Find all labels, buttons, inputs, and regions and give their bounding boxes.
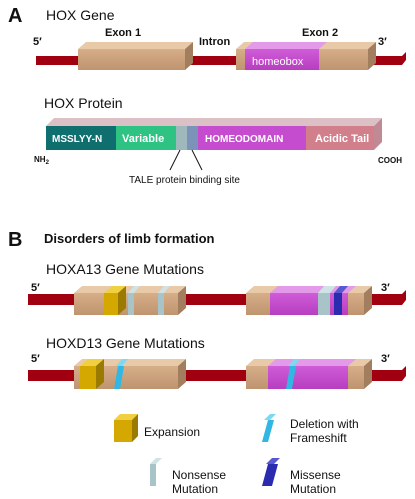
legend-expansion-label: Expansion [144, 425, 200, 439]
hoxd13-deletion-marker-1 [114, 359, 128, 389]
hoxd13-expansion-marker [80, 359, 104, 389]
five-prime-label: 5′ [33, 36, 42, 48]
legend-nonsense-label-1: Nonsense [172, 468, 226, 482]
hoxa13-five-prime: 5′ [31, 282, 40, 294]
legend-missense-label-1: Missense [290, 468, 341, 482]
hox-gene-dna-strand [36, 52, 406, 65]
hox-gene-title: HOX Gene [46, 7, 115, 23]
domain-label-msslyy: MSSLYY-N [52, 134, 102, 145]
tale-binding-site-2 [187, 126, 198, 150]
legend-deletion-label-1: Deletion with [290, 417, 359, 431]
hox-protein-bar [46, 118, 382, 150]
tale-binding-site [176, 126, 187, 150]
legend-missense-label-2: Mutation [290, 482, 336, 496]
hox-protein-title: HOX Protein [44, 95, 123, 111]
exon2-box [236, 42, 376, 70]
hoxd13-dna-strand [28, 366, 406, 381]
hoxd13-title: HOXD13 Gene Mutations [46, 335, 205, 351]
hoxa13-title: HOXA13 Gene Mutations [46, 261, 204, 277]
hoxd13-five-prime: 5′ [31, 353, 40, 365]
three-prime-label: 3′ [378, 36, 387, 48]
domain-msslyy [46, 126, 116, 150]
nh2-label: NH2 [34, 155, 50, 166]
exon1-box [78, 42, 193, 70]
tale-label: TALE protein binding site [129, 175, 240, 186]
hoxa13-missense-marker [334, 286, 348, 315]
hoxd13-exon2 [246, 359, 372, 389]
hoxd13-deletion-marker-2 [286, 359, 300, 389]
domain-label-homeodomain: HOMEODOMAIN [205, 134, 283, 145]
hoxa13-three-prime: 3′ [381, 282, 390, 294]
cooh-label: COOH [378, 156, 402, 165]
domain-homeodomain [198, 126, 306, 150]
domain-acidic-tail [306, 126, 374, 150]
hoxa13-nonsense-marker-2 [158, 286, 170, 315]
hoxa13-dna-strand [28, 290, 406, 305]
hoxa13-nonsense-marker-1 [128, 286, 140, 315]
legend-deletion-label-2: Frameshift [290, 431, 347, 445]
exon2-label: Exon 2 [302, 27, 338, 39]
panel-b-title: Disorders of limb formation [44, 231, 215, 246]
domain-variable [116, 126, 176, 150]
hoxa13-nonsense-marker-3 [318, 286, 336, 315]
panel-a-letter: A [8, 5, 22, 27]
homeobox-label: homeobox [252, 56, 304, 68]
hoxa13-expansion-marker [104, 286, 126, 315]
legend-expansion-swatch [114, 414, 138, 442]
legend-missense-swatch [262, 458, 280, 486]
hoxd13-three-prime: 3′ [381, 353, 390, 365]
legend-nonsense-label-2: Mutation [172, 482, 218, 496]
exon1-label: Exon 1 [105, 27, 141, 39]
domain-label-variable: Variable [122, 133, 164, 145]
panel-b-letter: B [8, 229, 22, 251]
tale-pointer-lines [169, 149, 203, 171]
legend-deletion-swatch [262, 414, 276, 442]
domain-label-acidic-tail: Acidic Tail [315, 133, 369, 145]
intron-label: Intron [199, 36, 230, 48]
legend-nonsense-swatch [150, 458, 162, 486]
hoxa13-exon2 [246, 286, 372, 315]
homeobox-region [245, 49, 319, 70]
